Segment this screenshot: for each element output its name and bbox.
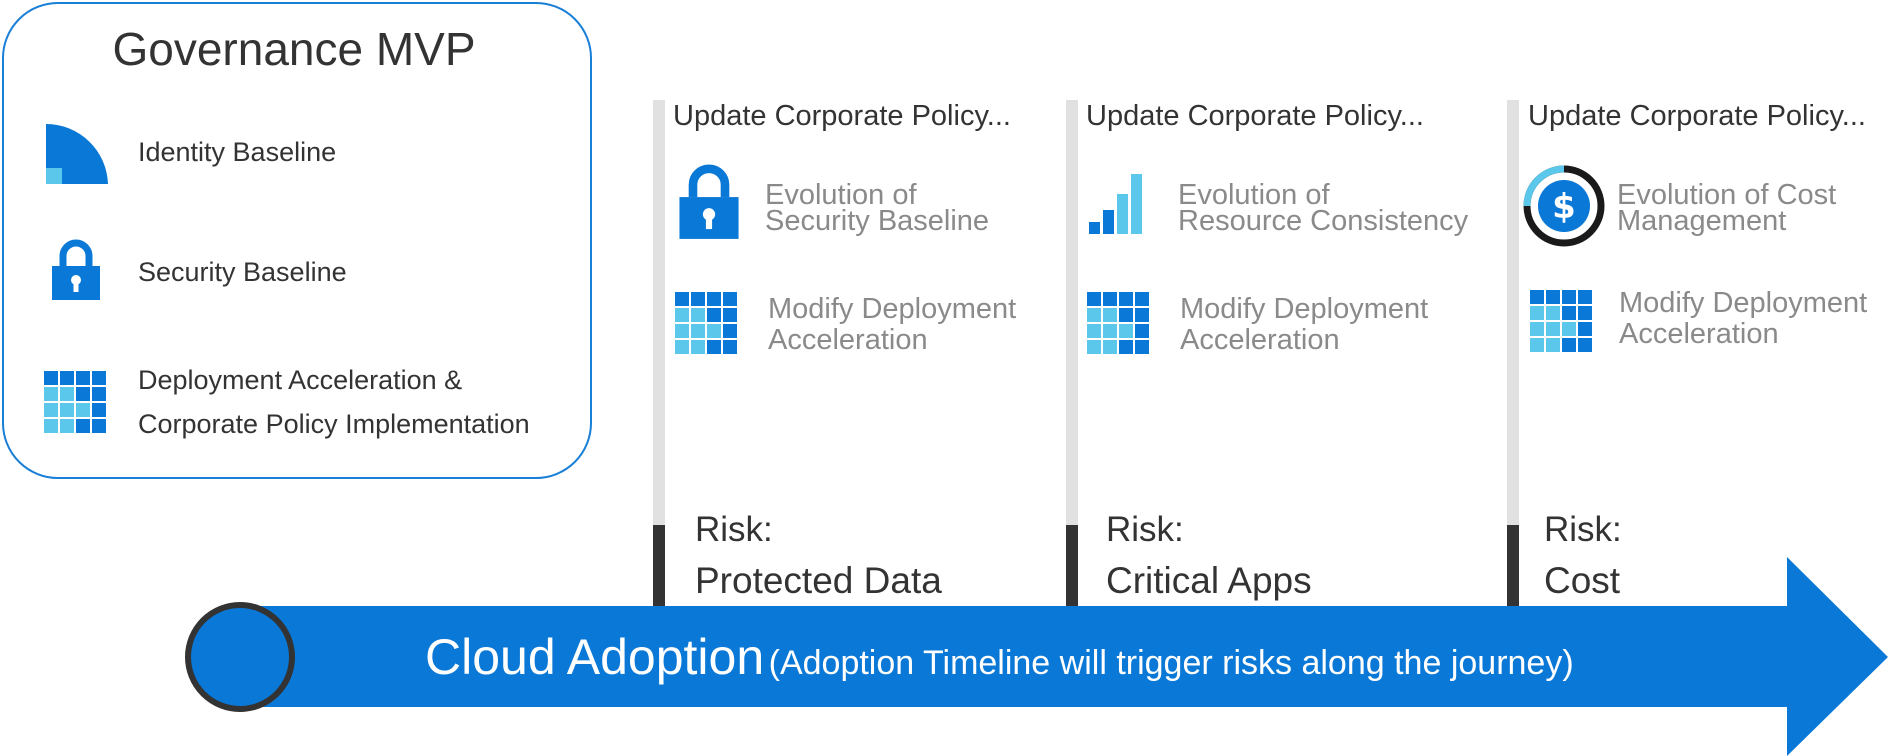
modify-line2: Acceleration — [768, 324, 928, 356]
mvp-item-deployment-line2: Corporate Policy Implementation — [138, 409, 530, 439]
governance-mvp-box: Governance MVP Identity Baseline Securit… — [2, 2, 592, 479]
risk-value: Cost — [1544, 560, 1621, 601]
adoption-timeline-note: (Adoption Timeline will trigger risks al… — [768, 644, 1574, 682]
dollar-coin-icon: $ — [1523, 165, 1605, 247]
risk-value: Protected Data — [695, 560, 942, 601]
timeline-bar — [1066, 100, 1078, 525]
modify-line2: Acceleration — [1180, 324, 1340, 356]
padlock-icon — [679, 164, 739, 239]
column-title: Update Corporate Policy... — [673, 100, 1011, 132]
evolution-line1: Evolution of — [765, 179, 917, 211]
evolution-line2: Management — [1617, 205, 1787, 237]
modify-line1: Modify Deployment — [1619, 287, 1868, 319]
grid-icon — [675, 292, 737, 354]
risk-label: Risk: — [1106, 510, 1184, 549]
column-title: Update Corporate Policy... — [1528, 100, 1866, 132]
timeline-start-circle — [185, 602, 295, 712]
cloud-adoption-label: Cloud Adoption — [425, 629, 765, 685]
evolution-line2: Security Baseline — [765, 205, 990, 237]
mvp-item-deployment-line1: Deployment Acceleration & — [138, 365, 463, 395]
mvp-item-identity-baseline: Identity Baseline — [138, 137, 337, 167]
timeline-bar — [653, 100, 665, 525]
column-resource-consistency: Update Corporate Policy... Evolution of … — [1066, 100, 1469, 610]
modify-line1: Modify Deployment — [768, 293, 1017, 325]
bar-chart-icon — [1089, 174, 1142, 234]
risk-marker-bar — [653, 525, 665, 610]
risk-label: Risk: — [1544, 510, 1622, 549]
column-security: Update Corporate Policy... Evolution of … — [653, 100, 1053, 610]
timeline-bar — [1507, 100, 1519, 525]
evolution-line1: Evolution of — [1178, 179, 1330, 211]
grid-icon — [44, 371, 106, 433]
grid-icon — [1530, 290, 1592, 352]
padlock-icon — [52, 239, 100, 300]
risk-label: Risk: — [695, 510, 773, 549]
evolution-line1: Evolution of Cost — [1617, 179, 1837, 211]
modify-line2: Acceleration — [1619, 318, 1779, 350]
evolution-line2: Resource Consistency — [1178, 205, 1469, 237]
quarter-circle-icon — [46, 123, 108, 184]
risk-marker-bar — [1066, 525, 1078, 610]
mvp-title: Governance MVP — [112, 23, 476, 75]
column-cost-management: Update Corporate Policy... $ Evolution o… — [1507, 100, 1891, 610]
risk-marker-bar — [1507, 525, 1519, 610]
svg-text:$: $ — [1552, 187, 1576, 227]
modify-line1: Modify Deployment — [1180, 293, 1429, 325]
risk-value: Critical Apps — [1106, 560, 1312, 601]
arrow-label: Cloud Adoption (Adoption Timeline will t… — [425, 628, 1574, 686]
column-title: Update Corporate Policy... — [1086, 100, 1424, 132]
grid-icon — [1087, 292, 1149, 354]
mvp-item-security-baseline: Security Baseline — [138, 257, 347, 287]
